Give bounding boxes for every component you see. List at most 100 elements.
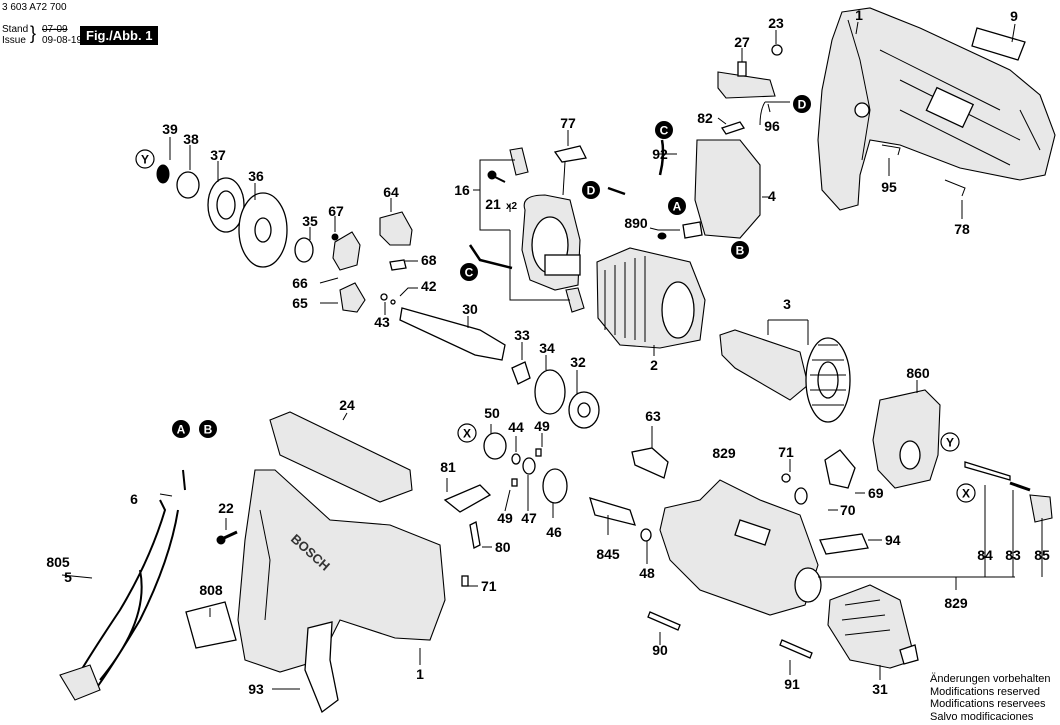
- svg-text:D: D: [587, 184, 596, 198]
- connector-B-top: [731, 241, 749, 259]
- gear-housing-829: [659, 479, 822, 616]
- brush-holder-16: [521, 194, 581, 291]
- gear-housing-860: [872, 389, 941, 489]
- wire-78: [944, 179, 966, 197]
- label-38: 38: [183, 131, 199, 147]
- svg-text:A: A: [673, 200, 682, 214]
- connector-A-cord: [172, 420, 190, 438]
- label-44: 44: [508, 419, 524, 435]
- issue-date: 09-08-19: [42, 35, 83, 46]
- housing-half-right: [817, 7, 1056, 211]
- label-4: 4: [768, 188, 776, 204]
- label-50: 50: [484, 405, 500, 421]
- label-77: 77: [560, 115, 576, 131]
- label-23: 23: [768, 15, 784, 31]
- label-805: 805: [46, 554, 70, 570]
- bearing-32-bore: [577, 402, 591, 418]
- housing-half-left: [237, 469, 446, 673]
- label-71-left: 71: [481, 578, 497, 594]
- switch-4: [694, 139, 761, 239]
- label-808: [185, 601, 237, 649]
- label-39: 39: [162, 121, 178, 137]
- svg-text:A: A: [177, 423, 186, 437]
- connector-C-mid: [460, 263, 478, 281]
- screw-84: [964, 461, 1011, 481]
- note-es: Salvo modificaciones: [930, 710, 1034, 723]
- label-6: 6: [130, 491, 138, 507]
- label-1-top: 1: [855, 7, 863, 23]
- label-24: 24: [339, 397, 355, 413]
- switch-knob-81: [443, 484, 492, 513]
- label-21: 21: [485, 196, 501, 212]
- figure-label: Fig./Abb. 1: [80, 26, 159, 45]
- clip-63: [631, 447, 669, 479]
- connector-B-cord: [199, 420, 217, 438]
- modification-notes: Änderungen vorbehalten Modifications res…: [930, 673, 1050, 723]
- label-65: 65: [292, 295, 308, 311]
- washer-48: [640, 528, 652, 542]
- brush-clip-890: [682, 221, 703, 239]
- label-21-qty: x2: [506, 201, 518, 212]
- label-46: 46: [546, 524, 562, 540]
- spring-77-wire: [562, 161, 566, 196]
- part-number: 3 603 A72 700: [2, 2, 67, 13]
- label-36: 36: [248, 168, 264, 184]
- label-83: 83: [1005, 547, 1021, 563]
- pin-42: [390, 299, 396, 305]
- label-94: [819, 533, 869, 555]
- label-49-bottom: 49: [497, 510, 513, 526]
- pin-71-left: [461, 575, 469, 587]
- screw-90: [647, 611, 681, 631]
- label-16: 16: [454, 182, 470, 198]
- label-9: 9: [1010, 8, 1018, 24]
- svg-text:C: C: [465, 266, 474, 280]
- ring-50: [483, 432, 507, 460]
- gear-segment-65: [339, 282, 366, 313]
- label-47: 47: [521, 510, 537, 526]
- svg-text:B: B: [204, 423, 213, 437]
- wire-95: [881, 144, 901, 156]
- power-cord-5: [59, 469, 186, 701]
- connector-X-left: [457, 423, 477, 443]
- pin-49-bottom: [511, 478, 518, 487]
- switch-lever-27: [717, 71, 776, 99]
- note-de: Änderungen vorbehalten: [930, 673, 1051, 685]
- note-en: Modifications reserved: [930, 685, 1041, 698]
- svg-text:C: C: [660, 124, 669, 138]
- screw-21: [487, 170, 497, 180]
- o-ring-23: [771, 44, 783, 56]
- pin-49-top: [535, 448, 542, 457]
- washer-44: [511, 453, 521, 465]
- label-69: 69: [868, 485, 884, 501]
- label-81: 81: [440, 459, 456, 475]
- label-plate-9: [971, 27, 1026, 61]
- screw-21-shank: [494, 176, 506, 183]
- leader-lines: [61, 21, 1043, 690]
- screw-22: [216, 535, 226, 545]
- label-82: 82: [697, 110, 713, 126]
- svg-text:B: B: [736, 244, 745, 258]
- issue-label: Issue: [2, 35, 26, 46]
- label-91: 91: [784, 676, 800, 692]
- switch-plate-66: [332, 231, 361, 271]
- label-34: 34: [539, 340, 555, 356]
- label-78: 78: [954, 221, 970, 237]
- o-ring-70: [794, 487, 808, 505]
- label-49-top: 49: [534, 418, 550, 434]
- label-95: 95: [881, 179, 897, 195]
- label-64: 64: [383, 184, 399, 200]
- ball-67: [331, 233, 339, 241]
- label-3: 3: [783, 296, 791, 312]
- cable-D: [607, 186, 626, 196]
- label-31: 31: [872, 681, 888, 697]
- label-66: 66: [292, 275, 308, 291]
- label-92: 92: [652, 146, 668, 162]
- label-2: 2: [650, 357, 658, 373]
- part-labels: 1 9 23 27 82 96 92 4 890 95 78 77 16 21 …: [46, 7, 1050, 697]
- circlip-33: [511, 361, 531, 385]
- carbon-brush-bottom: [565, 287, 585, 313]
- label-808: 808: [199, 582, 223, 598]
- label-63: 63: [645, 408, 661, 424]
- connector-X-right: [956, 483, 976, 503]
